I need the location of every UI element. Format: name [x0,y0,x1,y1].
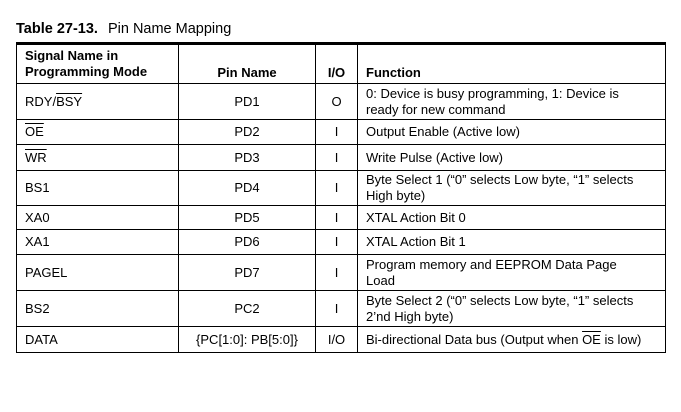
cell-signal: RDY/BSY [16,83,179,120]
cell-function: 0: Device is busy programming, 1: Device… [357,83,666,120]
cell-function: XTAL Action Bit 1 [357,229,666,255]
header-io: I/O [315,43,358,84]
cell-signal: WR [16,144,179,171]
cell-pin: PD2 [178,119,316,145]
cell-io: I/O [315,326,358,353]
cell-signal: DATA [16,326,179,353]
table-row: XA0 PD5 I XTAL Action Bit 0 [16,205,666,230]
pin-name-mapping-table: Signal Name in Programming Mode Pin Name… [16,42,666,353]
table-row: BS2 PC2 I Byte Select 2 (“0” selects Low… [16,290,666,327]
cell-pin: PD1 [178,83,316,120]
cell-signal: BS2 [16,290,179,327]
table-caption: Table 27-13. Pin Name Mapping [16,19,231,39]
cell-pin: PD7 [178,254,316,291]
table-row: PAGEL PD7 I Program memory and EEPROM Da… [16,254,666,291]
cell-function: Write Pulse (Active low) [357,144,666,171]
cell-signal: XA1 [16,229,179,255]
cell-pin: {PC[1:0]: PB[5:0]} [178,326,316,353]
cell-io: I [315,119,358,145]
cell-io: I [315,290,358,327]
cell-pin: PD5 [178,205,316,230]
cell-function: Byte Select 1 (“0” selects Low byte, “1”… [357,170,666,206]
table-header-row: Signal Name in Programming Mode Pin Name… [16,43,666,84]
cell-io: I [315,144,358,171]
header-signal-line1: Signal Name in [25,48,119,63]
cell-function: Bi-directional Data bus (Output when OE … [357,326,666,353]
cell-signal: OE [16,119,179,145]
cell-io: I [315,254,358,291]
cell-pin: PD4 [178,170,316,206]
cell-signal: PAGEL [16,254,179,291]
cell-io: I [315,170,358,206]
header-pin-name: Pin Name [178,43,316,84]
cell-function: Byte Select 2 (“0” selects Low byte, “1”… [357,290,666,327]
table-row: WR PD3 I Write Pulse (Active low) [16,144,666,171]
cell-io: I [315,229,358,255]
cell-function: Output Enable (Active low) [357,119,666,145]
cell-pin: PD6 [178,229,316,255]
table-row: BS1 PD4 I Byte Select 1 (“0” selects Low… [16,170,666,206]
cell-pin: PD3 [178,144,316,171]
table-number: Table 27-13. [16,21,98,37]
cell-io: O [315,83,358,120]
cell-signal: XA0 [16,205,179,230]
cell-io: I [315,205,358,230]
table-row: OE PD2 I Output Enable (Active low) [16,119,666,145]
header-signal-line2: Programming Mode [25,64,148,79]
table-title: Pin Name Mapping [107,21,232,37]
cell-signal: BS1 [16,170,179,206]
header-function: Function [357,43,666,84]
table-row: RDY/BSY PD1 O 0: Device is busy programm… [16,83,666,120]
table-row: XA1 PD6 I XTAL Action Bit 1 [16,229,666,255]
cell-function: XTAL Action Bit 0 [357,205,666,230]
table-row: DATA {PC[1:0]: PB[5:0]} I/O Bi-direction… [16,326,666,353]
cell-pin: PC2 [178,290,316,327]
header-signal-name: Signal Name in Programming Mode [16,43,179,84]
